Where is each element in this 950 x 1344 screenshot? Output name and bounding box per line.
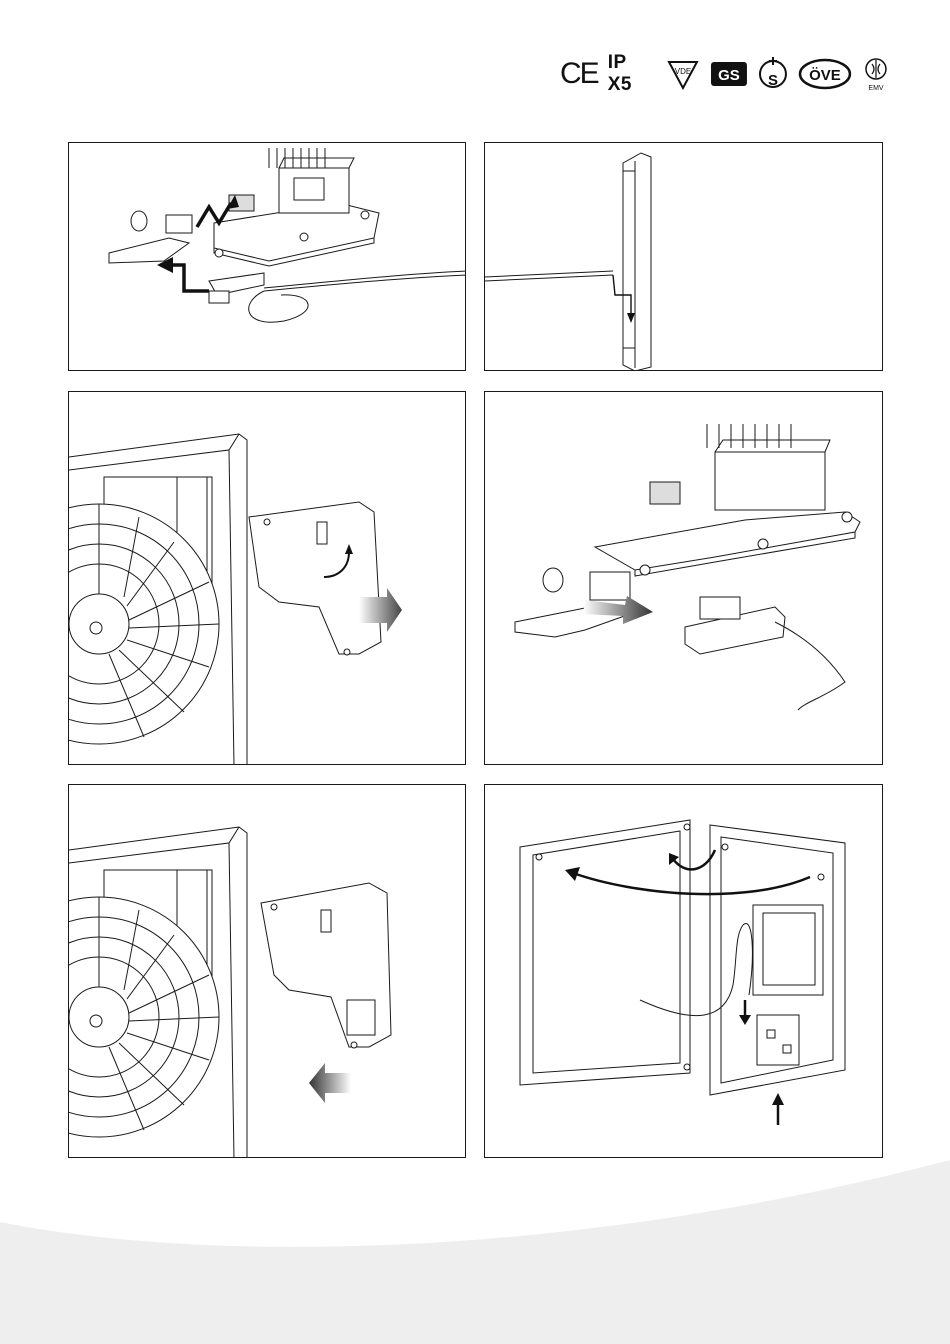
relay-board-large	[595, 424, 860, 576]
ip-rating-mark: IP X5	[608, 52, 657, 96]
control-board	[249, 502, 381, 655]
connector-cable	[775, 622, 845, 710]
emv-mark-text: EMV	[868, 85, 883, 92]
s-mark-icon: S	[758, 54, 788, 94]
vde-mark-text: VDE	[675, 67, 691, 76]
vde-mark-icon: VDE	[666, 57, 700, 91]
door-left	[520, 820, 690, 1085]
relay-board-illustration	[109, 148, 379, 266]
door-side-profile	[623, 153, 651, 371]
sensor-cable	[264, 271, 466, 291]
gs-mark-icon: GS	[710, 58, 748, 90]
emv-mark-icon: EMV	[862, 54, 890, 94]
control-board	[261, 883, 391, 1048]
figure-2-door-profile	[484, 142, 883, 371]
figure-6-door-hinge	[484, 784, 883, 1158]
s-mark-text: S	[768, 72, 778, 89]
figure-4-connector-pull	[484, 391, 883, 765]
certification-marks: CE IP X5 VDE GS S ÖVE EMV	[560, 52, 890, 96]
figure-3-board-removal	[68, 391, 466, 765]
ce-mark: CE	[560, 57, 598, 91]
connector-plug	[209, 273, 264, 303]
small-board	[515, 568, 630, 637]
gs-mark-text: GS	[718, 67, 740, 84]
hinge-block	[757, 1015, 799, 1065]
push-in-arrow	[309, 1063, 351, 1103]
ove-mark-text: ÖVE	[809, 67, 841, 84]
figure-1-wiring	[68, 142, 466, 371]
connector-module	[685, 597, 785, 654]
ove-mark-icon: ÖVE	[798, 57, 852, 91]
figure-5-board-insertion	[68, 784, 466, 1158]
